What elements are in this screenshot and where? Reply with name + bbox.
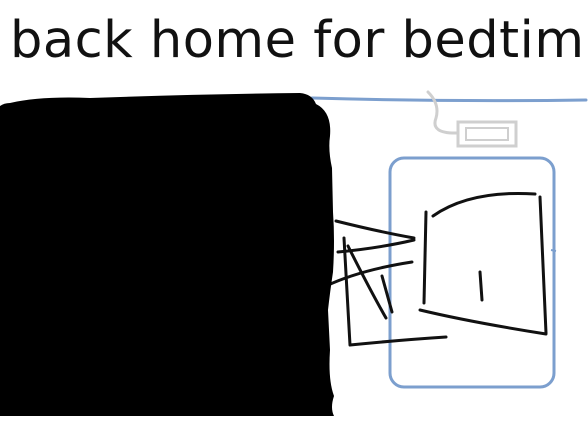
blue-frame-tick: [550, 249, 557, 252]
bed-sketch: [324, 192, 548, 347]
black-mass: [0, 93, 334, 416]
gray-cable: [426, 90, 460, 135]
blue-wall-line: [310, 96, 588, 103]
blue-bed-frame: [388, 156, 556, 389]
gray-charger: [456, 120, 518, 148]
caption-text: back home for bedtime: [10, 11, 585, 70]
